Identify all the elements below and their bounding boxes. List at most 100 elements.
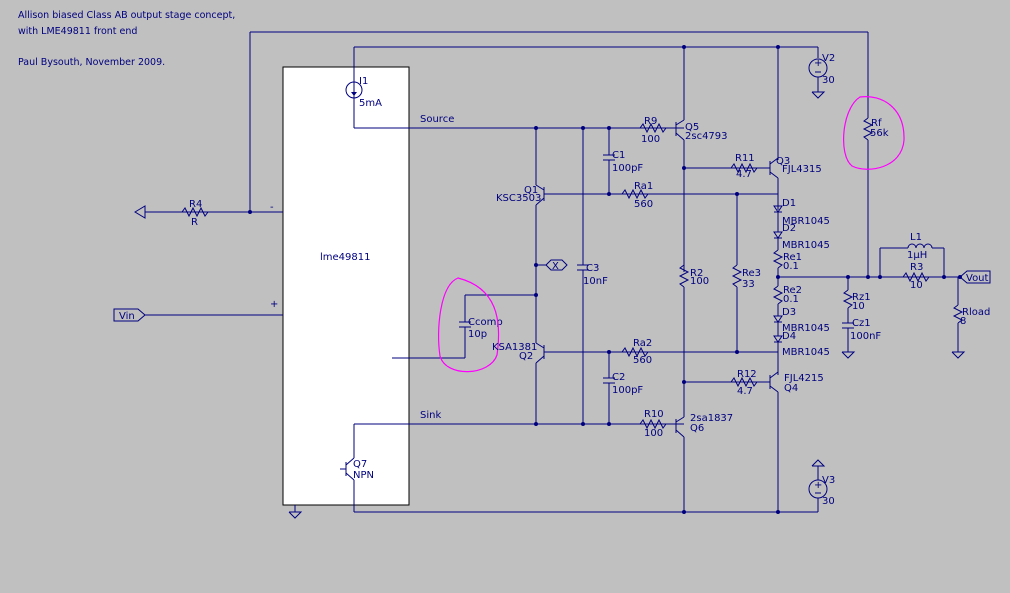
d2-value: MBR1045 xyxy=(782,240,830,251)
vout-port[interactable] xyxy=(959,270,991,284)
d1-ref: D1 xyxy=(782,198,796,209)
cz1-value: 100nF xyxy=(850,331,881,342)
rload-ref: Rload xyxy=(962,307,990,318)
v3-ref: V3 xyxy=(822,475,835,486)
c3-ref: C3 xyxy=(586,263,599,274)
q2-value: KSA1381 xyxy=(492,342,537,353)
ground-symbol-rload xyxy=(951,351,966,359)
transistor-q6[interactable] xyxy=(675,416,685,438)
feedback-port-arrow xyxy=(134,205,146,219)
r2-value: 100 xyxy=(690,276,709,287)
q6-value: 2sa1837 xyxy=(690,413,733,424)
v2-ref: V2 xyxy=(822,53,835,64)
diode-d4[interactable] xyxy=(773,335,783,343)
re3-ref: Re3 xyxy=(742,268,761,279)
q3-ref: Q3 xyxy=(776,156,790,167)
resistor-r4[interactable] xyxy=(181,206,209,218)
resistor-r10[interactable] xyxy=(639,418,667,430)
d3-value: MBR1045 xyxy=(782,323,830,334)
r11-ref: R11 xyxy=(735,153,755,164)
ic-name-label: lme49811 xyxy=(320,252,370,263)
diode-d3[interactable] xyxy=(773,315,783,323)
resistor-r12[interactable] xyxy=(730,376,758,388)
re1-value: 0.1 xyxy=(783,261,799,272)
c3-value: 10nF xyxy=(583,276,608,287)
rf-ref: Rf xyxy=(871,118,882,129)
diode-d2[interactable] xyxy=(773,231,783,239)
r3-value: 10 xyxy=(910,280,923,291)
svg-text:+: + xyxy=(814,58,822,69)
net-x-label: X xyxy=(552,261,559,272)
resistor-r3[interactable] xyxy=(902,271,930,283)
resistor-re3[interactable] xyxy=(731,264,743,288)
rz1-ref: Rz1 xyxy=(852,292,871,303)
resistor-re1[interactable] xyxy=(772,249,784,269)
r3-ref: R3 xyxy=(910,262,923,273)
q7-ref: Q7 xyxy=(353,459,367,470)
r9-ref: R9 xyxy=(644,116,657,127)
vin-label: Vin xyxy=(119,311,135,322)
resistor-r11[interactable] xyxy=(730,162,758,174)
c1-value: 100pF xyxy=(612,163,643,174)
r11-value: 4.7 xyxy=(736,169,752,180)
rf-value: 56k xyxy=(870,128,889,139)
i1-value: 5mA xyxy=(359,98,382,109)
ccomp-value: 10p xyxy=(468,329,487,340)
d4-value: MBR1045 xyxy=(782,347,830,358)
transistor-q2[interactable] xyxy=(535,342,555,364)
ground-symbol-ic xyxy=(288,505,303,519)
current-source-i1[interactable] xyxy=(345,81,363,99)
re1-ref: Re1 xyxy=(783,252,802,263)
r2-ref: R2 xyxy=(690,268,703,279)
transistor-q5[interactable] xyxy=(675,119,685,141)
transistor-q7[interactable] xyxy=(340,457,355,481)
resistor-rf[interactable] xyxy=(862,117,874,141)
inductor-l1[interactable] xyxy=(907,243,933,249)
rload-value: 8 xyxy=(960,316,966,327)
q1-ref: Q1 xyxy=(524,185,538,196)
ic-pin-plus: + xyxy=(270,299,278,310)
re2-value: 0.1 xyxy=(783,294,799,305)
transistor-q1[interactable] xyxy=(535,184,555,206)
resistor-ra2[interactable] xyxy=(621,346,649,358)
vout-label: Vout xyxy=(966,273,989,284)
svg-text:+: + xyxy=(814,480,822,491)
r4-ref: R4 xyxy=(189,199,202,210)
transistor-q3[interactable] xyxy=(769,157,779,179)
ic-lme49811-body[interactable] xyxy=(282,66,410,506)
ccomp-ref: Ccomp xyxy=(468,317,503,328)
net-x-port[interactable] xyxy=(545,259,568,271)
resistor-rz1[interactable] xyxy=(842,289,854,309)
c2-value: 100pF xyxy=(612,385,643,396)
r12-value: 4.7 xyxy=(737,386,753,397)
resistor-rload[interactable] xyxy=(952,304,964,324)
l1-value: 1µH xyxy=(907,250,927,261)
q5-value: 2sc4793 xyxy=(685,131,728,142)
source-net-label: Source xyxy=(420,114,454,125)
v3-value: 30 xyxy=(822,496,835,507)
resistor-re2[interactable] xyxy=(772,285,784,305)
d2-ref: D2 xyxy=(782,223,796,234)
r9-value: 100 xyxy=(641,134,660,145)
q5-ref: Q5 xyxy=(685,122,699,133)
resistor-r2[interactable] xyxy=(678,264,690,288)
resistor-ra1[interactable] xyxy=(621,188,649,200)
transistor-q4[interactable] xyxy=(769,371,779,393)
vin-port[interactable] xyxy=(113,308,146,322)
q7-value: NPN xyxy=(353,470,374,481)
ground-symbol-cz1 xyxy=(841,351,856,359)
r10-ref: R10 xyxy=(644,409,664,420)
r4-value: R xyxy=(191,217,198,228)
resistor-r9[interactable] xyxy=(639,122,667,134)
q3-value: FJL4315 xyxy=(782,164,822,175)
r12-ref: R12 xyxy=(737,369,757,380)
ra2-ref: Ra2 xyxy=(633,338,652,349)
l1-ref: L1 xyxy=(910,232,922,243)
ccomp-highlight-circle xyxy=(438,277,500,373)
ra1-value: 560 xyxy=(634,199,653,210)
ic-pin-minus: - xyxy=(270,202,274,213)
re2-ref: Re2 xyxy=(783,285,802,296)
i1-ref: I1 xyxy=(359,76,368,87)
